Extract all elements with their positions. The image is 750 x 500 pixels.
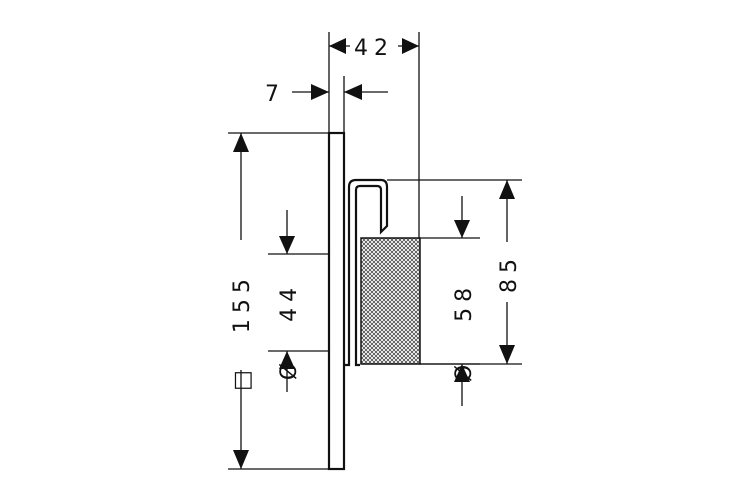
diameter-symbol-44: Ø [277, 357, 302, 380]
dimension-42-label: 42 [354, 36, 394, 61]
dimension-7-label: 7 [265, 82, 285, 107]
arrow-42-left [329, 38, 346, 54]
arrow-7-right [344, 84, 362, 100]
dimension-155-label: □ 155 [230, 273, 255, 391]
dimension-42: 42 [328, 32, 420, 238]
dimension-155-value: 155 [230, 273, 255, 333]
dimension-58-value: 58 [452, 282, 477, 322]
dimension-7: 7 [265, 76, 388, 133]
arrow-7-left [311, 84, 329, 100]
handle-body [344, 178, 389, 367]
dimension-58-label: Ø 58 [452, 282, 477, 382]
dimension-44-label: Ø 44 [277, 282, 302, 380]
arrow-58-bottom [454, 364, 470, 382]
knurled-knob [360, 237, 421, 365]
arrow-58-top [454, 220, 470, 238]
dimension-44: Ø 44 [268, 210, 329, 392]
dimension-155: □ 155 [228, 132, 329, 470]
dimension-44-value: 44 [277, 282, 302, 322]
arrow-44-bottom [279, 351, 295, 369]
arrow-155-top [233, 133, 249, 152]
arrow-44-top [279, 236, 295, 254]
dimension-58: Ø 58 [420, 196, 480, 406]
arrow-85-bottom [499, 345, 515, 364]
dimension-85-label: 85 [497, 253, 522, 293]
square-symbol: □ [230, 364, 255, 391]
arrow-85-top [499, 180, 515, 199]
wall-plate [327, 131, 346, 471]
dimension-85: 85 [387, 179, 522, 365]
diameter-symbol-58: Ø [452, 359, 477, 382]
arrow-42-right [402, 38, 419, 54]
arrow-155-bottom [233, 450, 249, 469]
